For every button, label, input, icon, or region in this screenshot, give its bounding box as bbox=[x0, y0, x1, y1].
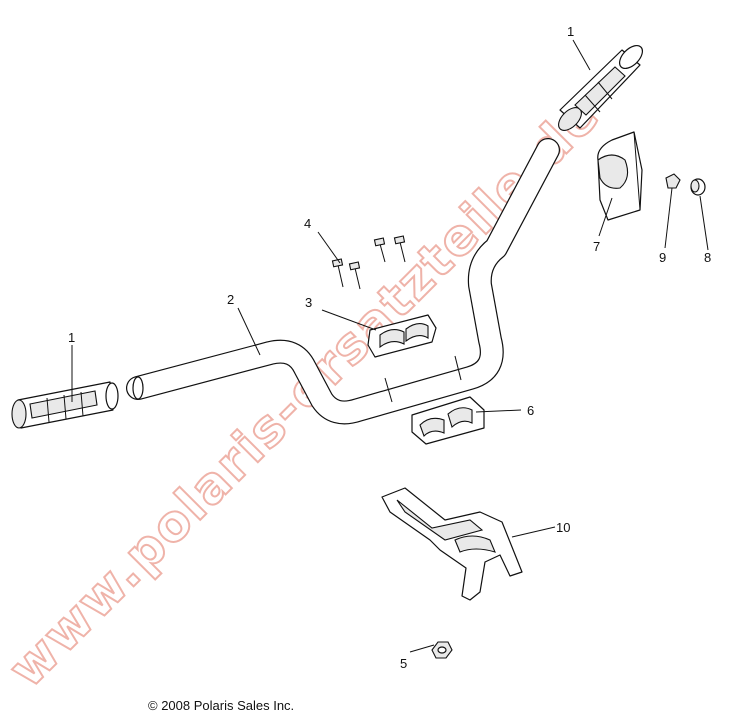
callout-4: 4 bbox=[304, 216, 311, 231]
callout-10: 10 bbox=[556, 520, 570, 535]
small-nut bbox=[665, 173, 681, 189]
callout-1-left: 1 bbox=[68, 330, 75, 345]
callout-2: 2 bbox=[227, 292, 234, 307]
callout-1-right: 1 bbox=[567, 24, 574, 39]
callout-8: 8 bbox=[704, 250, 711, 265]
leader-lines bbox=[71, 39, 709, 653]
clamp-lower bbox=[411, 396, 485, 445]
handlebar bbox=[126, 138, 560, 425]
callout-3: 3 bbox=[305, 295, 312, 310]
control-housing bbox=[597, 131, 643, 221]
copyright-notice: © 2008 Polaris Sales Inc. bbox=[148, 698, 294, 713]
bolts bbox=[331, 235, 406, 290]
left-grip bbox=[11, 381, 119, 429]
callout-7: 7 bbox=[593, 239, 600, 254]
callout-5: 5 bbox=[400, 656, 407, 671]
nut bbox=[431, 641, 453, 659]
callout-9: 9 bbox=[659, 250, 666, 265]
mount-bracket bbox=[381, 487, 523, 601]
end-plug bbox=[690, 178, 706, 196]
callout-6: 6 bbox=[527, 403, 534, 418]
right-grip bbox=[558, 44, 644, 131]
clamp-upper bbox=[367, 314, 437, 358]
